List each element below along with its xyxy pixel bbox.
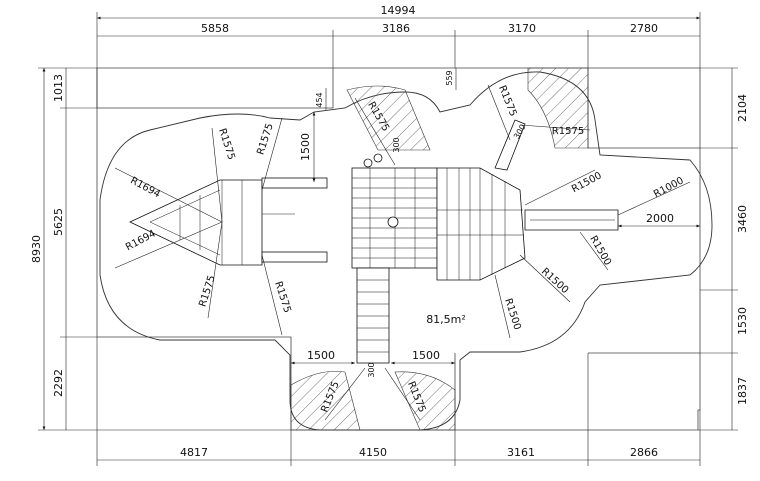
- radius-label: R1694: [128, 175, 162, 200]
- radius-leaders: [114, 84, 691, 421]
- bridge-upper: [261, 177, 328, 189]
- radius-label: R1500: [539, 266, 570, 296]
- hatched-zone-top-right: [527, 67, 589, 149]
- right-dimensions: 2104 3460 1530 1837: [698, 67, 749, 431]
- radius-label: R1500: [587, 234, 613, 268]
- hatched-zone-top-center: [346, 85, 431, 151]
- inner-dimensions: 454 559 1500 300 300 300 1500 1500 2000 …: [291, 68, 700, 378]
- dim-right-d: 1837: [736, 377, 749, 405]
- radius-label: R1500: [502, 297, 522, 331]
- entry-ladder: [356, 267, 390, 364]
- dim-454: 454: [315, 92, 324, 107]
- dim-bottom-b: 4150: [359, 446, 387, 459]
- ship-bow: [129, 179, 263, 266]
- dim-top-b: 3186: [382, 22, 410, 35]
- area-label: 81,5m²: [426, 313, 466, 326]
- dim-bottom-c: 3161: [507, 446, 535, 459]
- radius-label: R1575: [197, 274, 217, 308]
- dim-top-a: 5858: [201, 22, 229, 35]
- tower-post: [387, 216, 399, 228]
- hatched-zone-bottom: [290, 371, 456, 431]
- dim-2000: 2000: [646, 212, 674, 225]
- radius-label: R1575: [552, 126, 584, 137]
- use-zone-outline: [99, 71, 713, 431]
- dim-300-a: 300: [392, 137, 401, 152]
- dim-top-c: 3170: [508, 22, 536, 35]
- dim-right-c: 1530: [736, 307, 749, 335]
- dim-300-c: 300: [367, 362, 376, 377]
- dim-559: 559: [445, 70, 454, 85]
- dim-1500-right: 1500: [412, 349, 440, 362]
- dim-left-total: 8930: [30, 235, 43, 263]
- dim-1500-left: 1500: [307, 349, 335, 362]
- dim-top-total: 14994: [381, 4, 416, 17]
- radius-label: R1575: [216, 127, 236, 161]
- dim-left-c: 2292: [52, 369, 65, 397]
- dim-top-d: 2780: [630, 22, 658, 35]
- left-dimensions: 8930 1013 5625 2292: [30, 67, 291, 431]
- radius-label: R1694: [124, 228, 158, 253]
- dim-1500-vertical: 1500: [299, 133, 312, 161]
- dim-bottom-a: 4817: [180, 446, 208, 459]
- dim-right-b: 3460: [736, 205, 749, 233]
- play-tower: [129, 119, 619, 364]
- radius-label: R1000: [652, 175, 686, 200]
- roof-deck: [436, 167, 526, 281]
- dim-left-b: 5625: [52, 208, 65, 236]
- radius-label: R1575: [272, 280, 292, 314]
- dim-left-a: 1013: [52, 74, 65, 102]
- bottom-dimensions: 4817 4150 3161 2866: [96, 337, 701, 466]
- bridge-lower: [261, 251, 328, 263]
- top-dimensions: 14994 5858 3186 3170 2780: [96, 4, 701, 108]
- dim-bottom-d: 2866: [630, 446, 658, 459]
- dim-right-a: 2104: [736, 94, 749, 122]
